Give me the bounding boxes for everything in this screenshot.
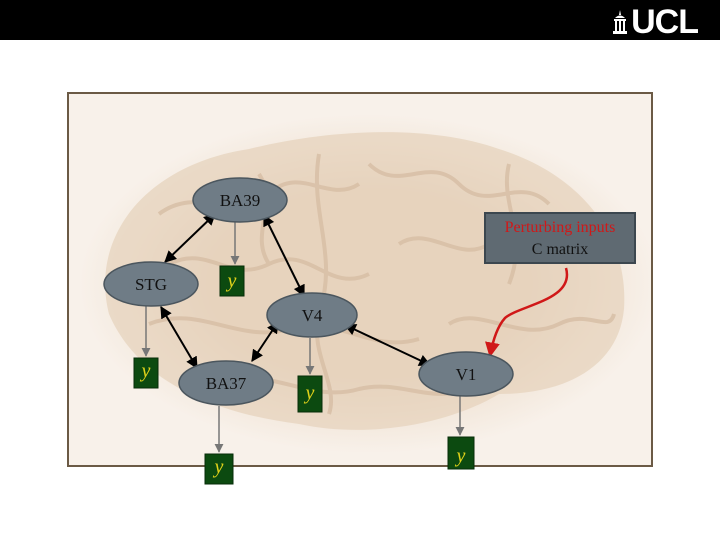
- input-arrow-c-matrix: [485, 267, 569, 358]
- output-y-stg: y: [133, 357, 159, 389]
- edge-v4-v1: [343, 324, 432, 366]
- node-v4: V4: [266, 292, 358, 338]
- output-y-ba39: y: [219, 265, 245, 297]
- output-y-ba39-label: y: [226, 270, 237, 292]
- output-y-v1: y: [447, 436, 475, 470]
- edge-ba37-v4: [251, 321, 279, 362]
- edge-stg-ba37: [160, 305, 198, 370]
- perturbing-inputs-box: Perturbing inputs C matrix: [484, 212, 636, 264]
- ucl-logo: UCL: [612, 3, 699, 41]
- output-y-ba37: y: [204, 453, 234, 485]
- logo-text: UCL: [631, 3, 699, 41]
- node-v1: V1: [418, 351, 514, 397]
- node-label-v4: V4: [302, 306, 323, 325]
- portico-icon: [613, 10, 628, 34]
- node-label-v1: V1: [456, 365, 477, 384]
- output-y-v4: y: [297, 375, 323, 413]
- edge-ba39-v4: [263, 213, 305, 298]
- node-stg: STG: [103, 261, 199, 307]
- node-label-stg: STG: [135, 275, 167, 294]
- output-y-ba37-label: y: [213, 456, 224, 478]
- top-bar: UCL: [0, 0, 720, 40]
- node-ba39: BA39: [192, 177, 288, 223]
- edge-stg-ba39: [164, 213, 216, 263]
- node-ba37: BA37: [178, 360, 274, 406]
- output-y-v4-label: y: [304, 382, 315, 404]
- output-y-v1-label: y: [455, 445, 466, 467]
- node-label-ba39: BA39: [220, 191, 261, 210]
- c-matrix-label: C matrix: [531, 241, 589, 258]
- node-label-ba37: BA37: [206, 374, 247, 393]
- perturbing-inputs-label: Perturbing inputs: [504, 219, 616, 236]
- output-y-stg-label: y: [140, 360, 151, 382]
